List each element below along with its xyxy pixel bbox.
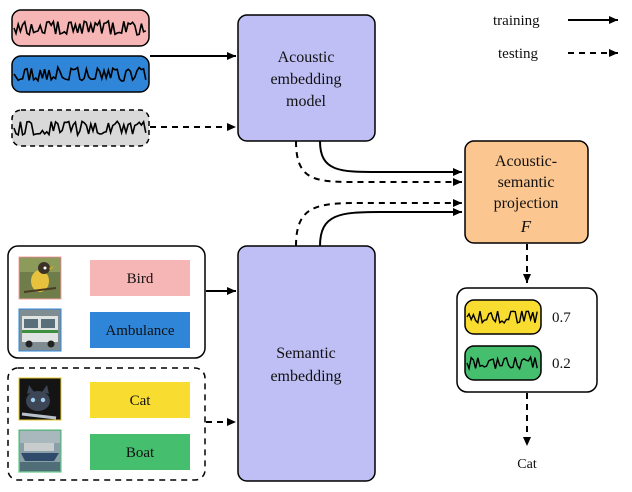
projection-line1: Acoustic- xyxy=(495,153,557,170)
boat-photo-icon xyxy=(18,429,62,473)
ambulance-class-label: Ambulance xyxy=(105,323,174,339)
cat-class-box xyxy=(90,382,190,418)
ambulance-photo-icon xyxy=(18,308,62,352)
semantic-model-line1: Semantic xyxy=(276,345,336,362)
semantic-embedding-model: Semantic embedding xyxy=(237,245,376,482)
boat-class-box xyxy=(90,434,190,470)
projection-line2: semantic xyxy=(498,174,555,191)
ambulance-class-box xyxy=(90,312,190,348)
acoustic-model-line1: Acoustic xyxy=(278,49,335,66)
cat-photo-icon xyxy=(18,377,62,421)
waveform-input-test xyxy=(11,109,150,147)
score-value: 0.2 xyxy=(552,356,571,372)
test-classes-panel: Cat Boat xyxy=(7,367,206,481)
arrow-semantic-to-projection-test xyxy=(295,199,462,247)
bird-class-label: Bird xyxy=(127,271,154,287)
train-classes-panel: Bird Ambulance xyxy=(7,245,206,359)
waveform-input-1 xyxy=(11,9,150,47)
arrow-acoustic-to-projection-train xyxy=(319,140,462,176)
score-row-1: 0.7 xyxy=(464,299,571,335)
legend: training testing xyxy=(493,13,618,62)
boat-class-label: Boat xyxy=(126,445,155,461)
projection-line3: projection xyxy=(494,195,559,212)
acoustic-embedding-model: Acoustic embedding model xyxy=(237,14,376,142)
waveform-input-2 xyxy=(11,55,150,93)
acoustic-model-line3: model xyxy=(286,93,327,110)
semantic-model-line2: embedding xyxy=(270,368,341,385)
arrow-semantic-to-projection-train xyxy=(319,208,462,247)
legend-training-label: training xyxy=(493,13,540,29)
score-value: 0.7 xyxy=(552,310,571,326)
acoustic-model-line2: embedding xyxy=(270,71,341,88)
prediction-label: Cat xyxy=(517,457,537,472)
acoustic-semantic-projection: Acoustic- semantic projection F xyxy=(464,140,589,244)
legend-testing-label: testing xyxy=(498,46,538,62)
score-row-2: 0.2 xyxy=(464,345,571,381)
bird-class-box xyxy=(90,260,190,296)
arrow-acoustic-to-projection-test xyxy=(295,140,462,186)
projection-symbol: F xyxy=(520,217,532,236)
cat-class-label: Cat xyxy=(130,393,152,409)
bird-photo-icon xyxy=(18,256,62,300)
output-scores-panel: 0.7 0.2 xyxy=(456,287,598,393)
